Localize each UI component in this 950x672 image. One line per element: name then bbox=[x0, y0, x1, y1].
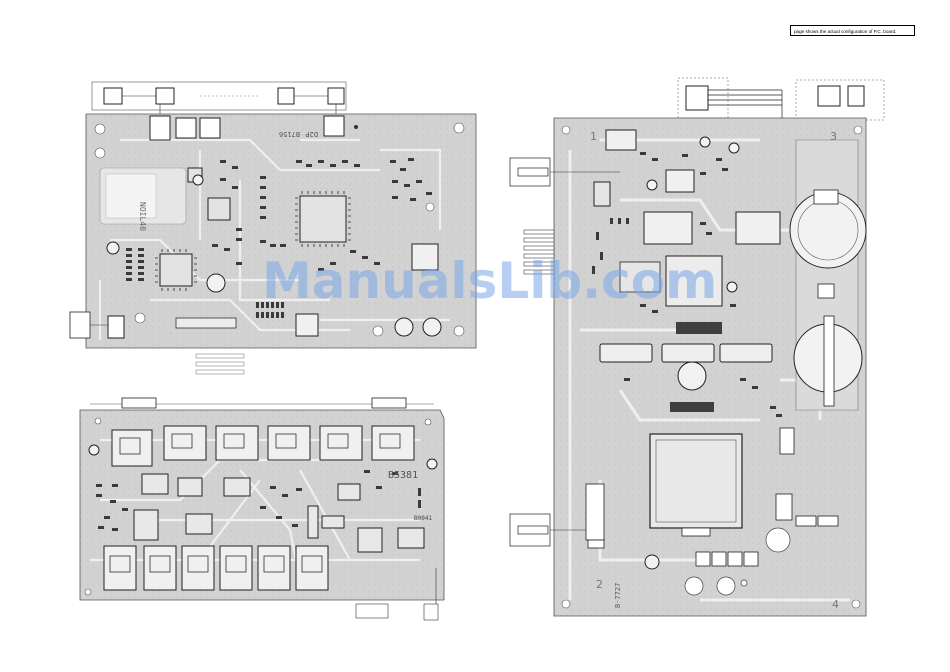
silk-label-b7156: B7156 bbox=[279, 130, 300, 138]
corner-number-4: 4 bbox=[832, 598, 839, 611]
corner-number-3: 3 bbox=[830, 130, 837, 143]
silk-label-d2p: D2P bbox=[305, 130, 318, 138]
board-right bbox=[510, 78, 884, 616]
board-top-left bbox=[70, 82, 476, 374]
silk-label-b0041: B0041 bbox=[414, 515, 432, 522]
silk-label-b7727: B-7727 bbox=[614, 583, 622, 608]
corner-number-1: 1 bbox=[590, 130, 597, 143]
corner-number-2: 2 bbox=[596, 578, 603, 591]
board-bottom-left bbox=[80, 398, 444, 620]
silk-label-b5381: B5381 bbox=[388, 470, 418, 481]
silk-label-noil40: NOIL40 bbox=[138, 202, 147, 231]
